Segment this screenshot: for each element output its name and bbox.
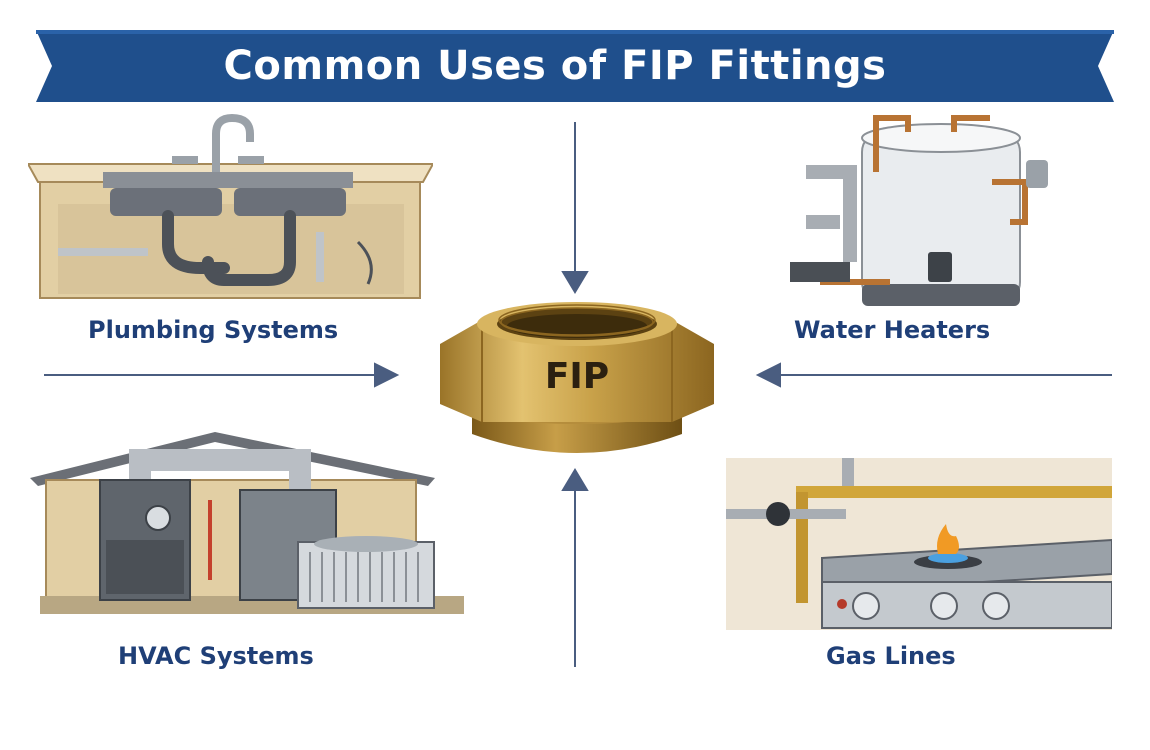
arrow-top-head	[561, 271, 589, 294]
sink-icon	[28, 113, 433, 299]
hvac-icon	[30, 432, 464, 614]
page-title: Common Uses of FIP Fittings	[223, 43, 887, 89]
fip-label: FIP	[544, 356, 610, 397]
water-heater-icon	[790, 115, 1048, 306]
use-label-gas: Gas Lines	[826, 642, 956, 670]
title-banner: Common Uses of FIP Fittings	[36, 30, 1114, 102]
arrow-bottom-head	[561, 468, 589, 491]
use-label-plumbing: Plumbing Systems	[88, 316, 339, 344]
gas-stove-icon	[726, 458, 1112, 630]
use-label-water-heaters: Water Heaters	[794, 316, 991, 344]
use-label-hvac: HVAC Systems	[118, 642, 314, 670]
fip-fitting-icon	[440, 302, 714, 453]
arrow-right-head	[755, 362, 781, 388]
banner-ribbon	[36, 30, 1114, 102]
arrow-left-head	[374, 362, 400, 388]
